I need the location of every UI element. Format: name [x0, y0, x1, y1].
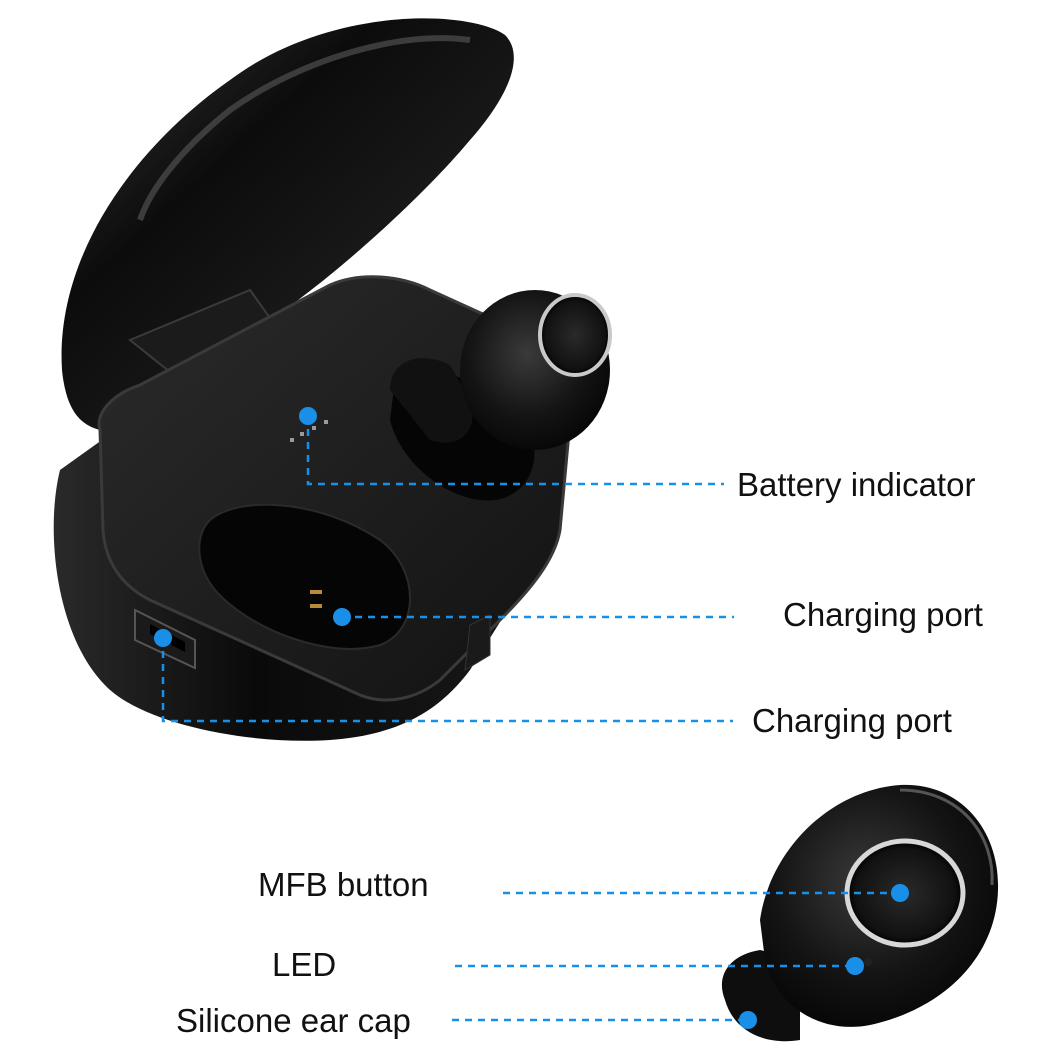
led-light — [864, 958, 872, 966]
case-side-button — [464, 614, 491, 671]
slot-contacts — [310, 590, 322, 608]
marker-usb-port — [154, 629, 172, 647]
label-battery-indicator: Battery indicator — [737, 466, 976, 503]
label-silicone-ear-cap: Silicone ear cap — [176, 1002, 411, 1039]
leader-usb-port — [161, 638, 733, 723]
label-led: LED — [272, 946, 337, 983]
marker-mfb — [891, 884, 909, 902]
marker-led — [846, 957, 864, 975]
earbud-rim-highlight — [899, 788, 994, 886]
lid-highlight — [137, 35, 471, 221]
label-usb-charging-port: Charging port — [752, 702, 952, 739]
marker-case-port — [333, 608, 351, 626]
charging-case — [53, 18, 612, 741]
callout-markers — [154, 407, 909, 1029]
earbud-slot-left — [198, 503, 411, 650]
docked-earbud — [390, 290, 612, 450]
marker-battery — [299, 407, 317, 425]
callout-leaders — [161, 416, 900, 1022]
marker-eartip — [739, 1011, 757, 1029]
label-case-charging-port: Charging port — [783, 596, 983, 633]
label-mfb-button: MFB button — [258, 866, 429, 903]
leader-battery — [306, 416, 724, 486]
battery-indicator-dots — [290, 420, 328, 442]
single-earbud — [721, 784, 999, 1042]
